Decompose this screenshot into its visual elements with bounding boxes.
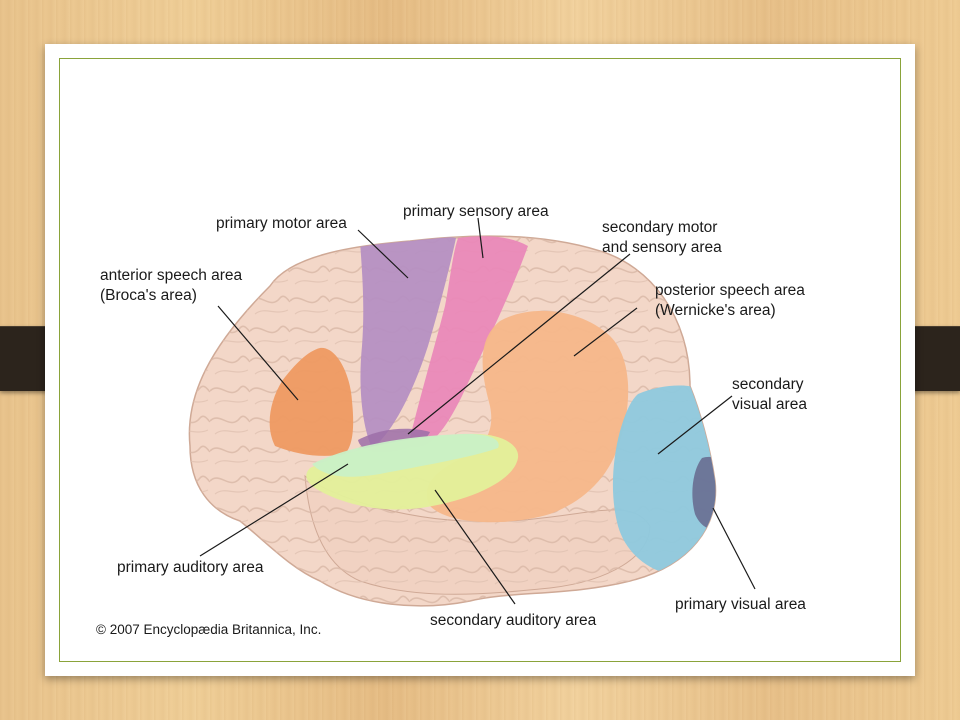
brain-diagram-svg: primary motor area primary sensory area … bbox=[96, 203, 807, 637]
primary-sensory-region bbox=[408, 236, 528, 447]
label-secondary-visual-1: secondary bbox=[732, 376, 804, 393]
brain-diagram: primary motor area primary sensory area … bbox=[90, 196, 833, 641]
label-posterior-speech-2: (Wernicke's area) bbox=[655, 302, 776, 319]
label-anterior-speech-1: anterior speech area bbox=[100, 267, 243, 284]
label-anterior-speech-2: (Broca's area) bbox=[100, 287, 197, 304]
label-secondary-motor-1: secondary motor bbox=[602, 219, 717, 236]
label-primary-motor: primary motor area bbox=[216, 215, 347, 232]
label-primary-visual: primary visual area bbox=[675, 596, 806, 613]
label-posterior-speech-1: posterior speech area bbox=[655, 282, 805, 299]
slide-frame bbox=[59, 58, 901, 662]
label-primary-sensory: primary sensory area bbox=[403, 203, 549, 220]
label-secondary-auditory: secondary auditory area bbox=[430, 612, 597, 629]
copyright-notice: © 2007 Encyclopædia Britannica, Inc. bbox=[96, 622, 321, 637]
primary-motor-region bbox=[360, 236, 456, 448]
leader-lines bbox=[199, 217, 756, 605]
broca-region bbox=[269, 347, 354, 456]
primary-auditory-region bbox=[312, 433, 499, 477]
primary-visual-region bbox=[692, 457, 716, 530]
label-primary-auditory: primary auditory area bbox=[117, 559, 264, 576]
label-secondary-visual-2: visual area bbox=[732, 396, 807, 413]
label-secondary-motor-2: and sensory area bbox=[602, 239, 722, 256]
secondary-visual-region bbox=[612, 385, 716, 574]
